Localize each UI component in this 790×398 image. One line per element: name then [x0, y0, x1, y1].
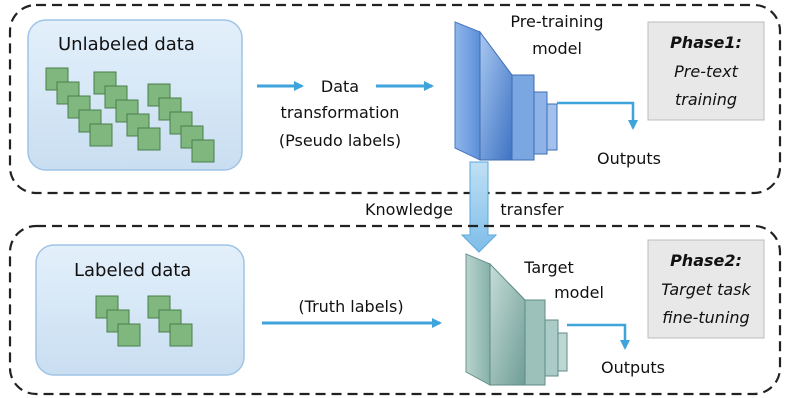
phase1-desc-line2: training — [675, 90, 737, 109]
phase2-info-box: Phase2: Target task fine-tuning — [647, 239, 765, 339]
knowledge-transfer-arrow — [460, 161, 498, 253]
truth-labels-label: (Truth labels) — [298, 297, 403, 316]
transformation-label-line2: transformation — [281, 103, 400, 122]
phase2-desc-line2: fine-tuning — [662, 308, 749, 327]
phase2-desc-line1: Target task — [661, 280, 751, 299]
phase2-dashed-region — [8, 224, 782, 396]
unlabeled-data-box: Unlabeled data — [27, 19, 243, 171]
pretraining-model-label-line1: Pre-training — [510, 12, 603, 31]
target-model-label-line1: Target — [523, 258, 574, 277]
data-sample-square — [191, 139, 215, 163]
transformation-label-line3: (Pseudo labels) — [279, 131, 401, 150]
pretraining-model-label-line2: model — [532, 39, 582, 58]
phase1-dashed-region — [8, 3, 782, 195]
phase1-title: Phase1: — [670, 33, 742, 52]
unlabeled-data-samples — [45, 67, 215, 163]
data-sample-square — [117, 323, 141, 347]
phase2-title: Phase2: — [670, 251, 742, 270]
transformation-label-line1: Data — [321, 77, 359, 96]
labeled-data-box: Labeled data — [35, 244, 245, 376]
target-model-block — [465, 253, 568, 386]
phase1-info-box: Phase1: Pre-text training — [647, 21, 765, 121]
target-model-label-line2: model — [554, 283, 604, 302]
phase1-desc-line1: Pre-text — [674, 62, 738, 81]
data-sample-square — [137, 127, 161, 151]
pretraining-model-block — [454, 21, 558, 161]
data-sample-square — [169, 323, 193, 347]
pretraining-outputs-label: Outputs — [597, 149, 661, 168]
labeled-data-label: Labeled data — [74, 260, 191, 281]
pretraining-output-arrow — [557, 101, 638, 130]
data-sample-square — [89, 123, 113, 147]
transfer-label-word2: transfer — [500, 200, 564, 219]
labeled-data-samples — [95, 295, 193, 347]
target-outputs-label: Outputs — [601, 358, 665, 377]
transfer-label-word1: Knowledge — [365, 200, 453, 219]
target-output-arrow — [567, 323, 630, 350]
unlabeled-data-label: Unlabeled data — [58, 34, 195, 55]
